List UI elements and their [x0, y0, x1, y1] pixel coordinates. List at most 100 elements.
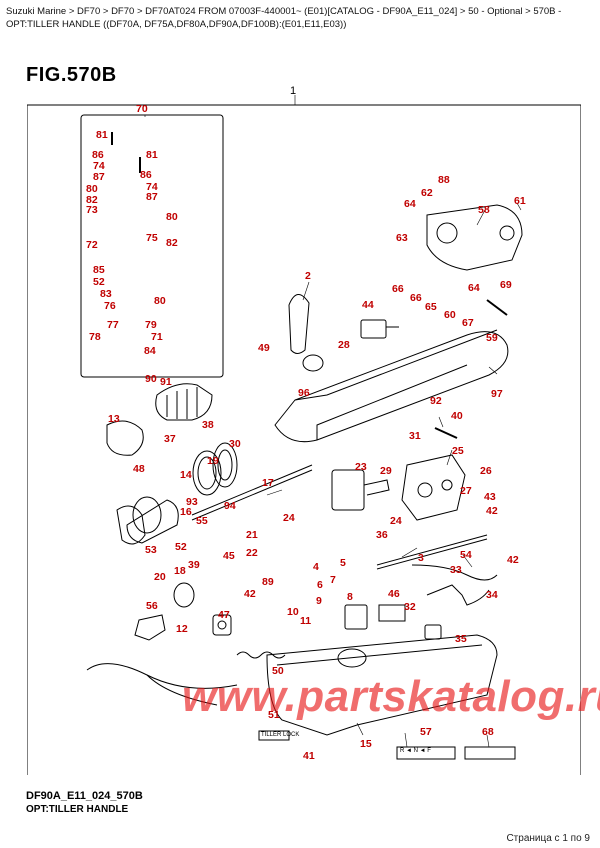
- callout-27: 27: [460, 485, 472, 497]
- callout-57: 57: [420, 726, 432, 738]
- cone-16: [126, 499, 179, 544]
- callout-69: 69: [500, 279, 512, 291]
- callout-68: 68: [482, 726, 494, 738]
- callout-40: 40: [451, 410, 463, 422]
- callout-31: 31: [409, 430, 421, 442]
- callout-4: 4: [313, 561, 319, 573]
- callout-2: 2: [305, 270, 311, 282]
- callout-5: 5: [340, 557, 346, 569]
- callout-44: 44: [362, 299, 374, 311]
- callout-42: 42: [244, 588, 256, 600]
- callout-59: 59: [486, 332, 498, 344]
- callout-42: 42: [507, 554, 519, 566]
- callout-87: 87: [146, 191, 158, 203]
- callout-74: 74: [146, 181, 158, 193]
- callout-22: 22: [246, 547, 258, 559]
- callout-24: 24: [390, 515, 402, 527]
- callout-81: 81: [146, 149, 158, 161]
- callout-19: 19: [207, 455, 219, 467]
- callout-65: 65: [425, 301, 437, 313]
- bracket-58: [426, 204, 523, 271]
- subassembly-box-70: [80, 114, 224, 378]
- tiller-handle-body: [274, 331, 509, 443]
- callout-86: 86: [140, 169, 152, 181]
- callout-54: 54: [460, 549, 472, 561]
- callout-92: 92: [430, 395, 442, 407]
- callout-66: 66: [392, 283, 404, 295]
- shift-mechanism: [401, 454, 466, 521]
- callout-51: 51: [268, 709, 280, 721]
- breadcrumb[interactable]: Suzuki Marine > DF70 > DF70 > DF70AT024 …: [6, 6, 562, 30]
- callout-36: 36: [376, 529, 388, 541]
- callout-80: 80: [154, 295, 166, 307]
- callout-1: 1: [290, 85, 297, 97]
- callout-96: 96: [298, 387, 310, 399]
- callout-83: 83: [100, 288, 112, 300]
- callout-61: 61: [514, 195, 526, 207]
- callout-13: 13: [108, 413, 120, 425]
- callout-18: 18: [174, 565, 186, 577]
- callout-29: 29: [380, 465, 392, 477]
- diagram-border: [27, 104, 581, 775]
- callout-67: 67: [462, 317, 474, 329]
- callout-37: 37: [164, 433, 176, 445]
- callout-60: 60: [444, 309, 456, 321]
- diagram-drawing: [27, 95, 581, 775]
- callout-64: 64: [404, 198, 416, 210]
- callout-41: 41: [303, 750, 315, 762]
- callout-52: 52: [175, 541, 187, 553]
- callout-72: 72: [86, 239, 98, 251]
- callout-53: 53: [145, 544, 157, 556]
- throttle-grip: [155, 383, 213, 421]
- callout-35: 35: [455, 633, 467, 645]
- callout-16: 16: [180, 506, 192, 518]
- callout-64: 64: [468, 282, 480, 294]
- callout-33: 33: [450, 564, 462, 576]
- callout-21: 21: [246, 529, 258, 541]
- callout-90: 90: [145, 373, 157, 385]
- callout-79: 79: [145, 319, 157, 331]
- callout-55: 55: [196, 515, 208, 527]
- parts-diagram: [27, 95, 581, 775]
- callout-17: 17: [262, 477, 274, 489]
- callout-28: 28: [338, 339, 350, 351]
- figure-subtitle: OPT:TILLER HANDLE: [26, 804, 129, 815]
- callout-56: 56: [146, 600, 158, 612]
- figure-title: FIG.570B: [26, 64, 117, 86]
- callout-45: 45: [223, 550, 235, 562]
- callout-34: 34: [486, 589, 498, 601]
- callout-38: 38: [202, 419, 214, 431]
- callout-6: 6: [317, 579, 323, 591]
- callout-11: 11: [300, 615, 312, 627]
- callout-80: 80: [86, 183, 98, 195]
- callout-97: 97: [491, 388, 503, 400]
- callout-25: 25: [452, 445, 464, 457]
- gear-marks-label: R ◄ N ◄ F: [400, 748, 431, 754]
- page-counter: Страница с 1 по 9: [506, 833, 590, 844]
- throttle-shaft: [191, 464, 313, 516]
- callout-84: 84: [144, 345, 156, 357]
- callout-94: 94: [224, 500, 236, 512]
- callout-70: 70: [136, 103, 148, 115]
- callout-14: 14: [180, 469, 192, 481]
- callout-43: 43: [484, 491, 496, 503]
- callout-20: 20: [154, 571, 166, 583]
- ring-14: [192, 450, 222, 496]
- callout-86: 86: [92, 149, 104, 161]
- callout-47: 47: [218, 609, 230, 621]
- callout-75: 75: [146, 232, 158, 244]
- spring-cable: [236, 651, 286, 659]
- callout-12: 12: [176, 623, 188, 635]
- callout-46: 46: [388, 588, 400, 600]
- callout-93: 93: [186, 496, 198, 508]
- callout-32: 32: [404, 601, 416, 613]
- callout-80: 80: [166, 211, 178, 223]
- callout-42: 42: [486, 505, 498, 517]
- callout-30: 30: [229, 438, 241, 450]
- figure-code: DF90A_E11_024_570B: [26, 790, 143, 802]
- callout-23: 23: [355, 461, 367, 473]
- callout-63: 63: [396, 232, 408, 244]
- callout-82: 82: [86, 194, 98, 206]
- callout-50: 50: [272, 665, 284, 677]
- callout-85: 85: [93, 264, 105, 276]
